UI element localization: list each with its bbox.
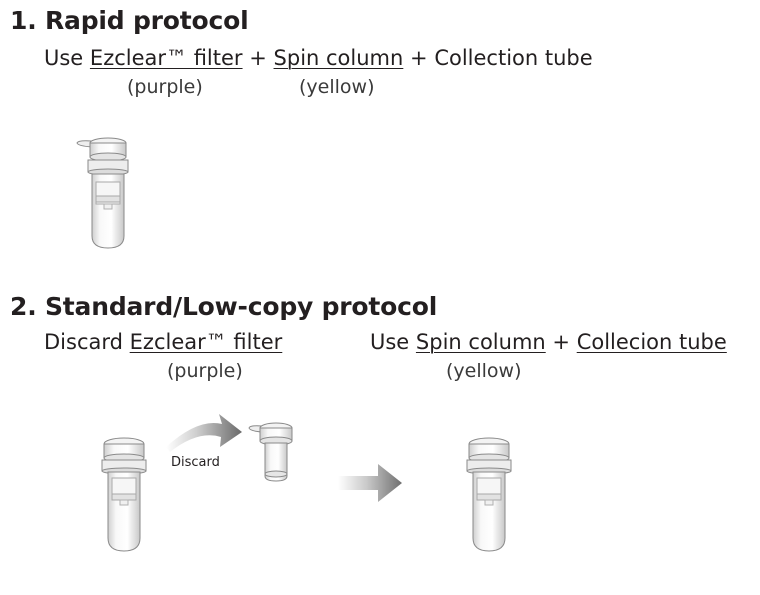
- collection-tube-label: Collection tube: [434, 46, 593, 70]
- discard-curved-arrow: [166, 414, 242, 452]
- tube-assembly-icon: [101, 437, 147, 552]
- use-word: Use: [44, 46, 84, 70]
- section1-instruction: Use Ezclear™ filter + Spin column + Coll…: [44, 46, 593, 70]
- spin-column-label: Spin column: [273, 46, 404, 70]
- next-step-arrow: [338, 464, 402, 502]
- yellow-note: (yellow): [299, 76, 375, 98]
- collection-tube-label: Collecion tube: [576, 330, 727, 354]
- ezclear-filter-label: Ezclear™ filter: [129, 330, 283, 354]
- yellow-note: (yellow): [446, 360, 522, 382]
- plus-sign: +: [249, 46, 267, 70]
- ezclear-filter-icon: [248, 422, 293, 482]
- ezclear-filter-label: Ezclear™ filter: [89, 46, 243, 70]
- discard-word: Discard: [44, 330, 123, 354]
- discard-arrow-label: Discard: [171, 455, 220, 470]
- section2-heading: 2. Standard/Low-copy protocol: [10, 292, 438, 321]
- plus-sign: +: [552, 330, 571, 354]
- tube-assembly-icon: [76, 137, 129, 249]
- section1-heading: 1. Rapid protocol: [10, 6, 249, 35]
- tube-assembly-icon: [466, 437, 512, 552]
- purple-note: (purple): [127, 76, 203, 98]
- plus-sign: +: [410, 46, 428, 70]
- use-word: Use: [370, 330, 410, 354]
- purple-note: (purple): [167, 360, 243, 382]
- section2-use-instruction: Use Spin column + Collecion tube: [370, 330, 727, 354]
- section2-discard-instruction: Discard Ezclear™ filter: [44, 330, 282, 354]
- spin-column-label: Spin column: [415, 330, 546, 354]
